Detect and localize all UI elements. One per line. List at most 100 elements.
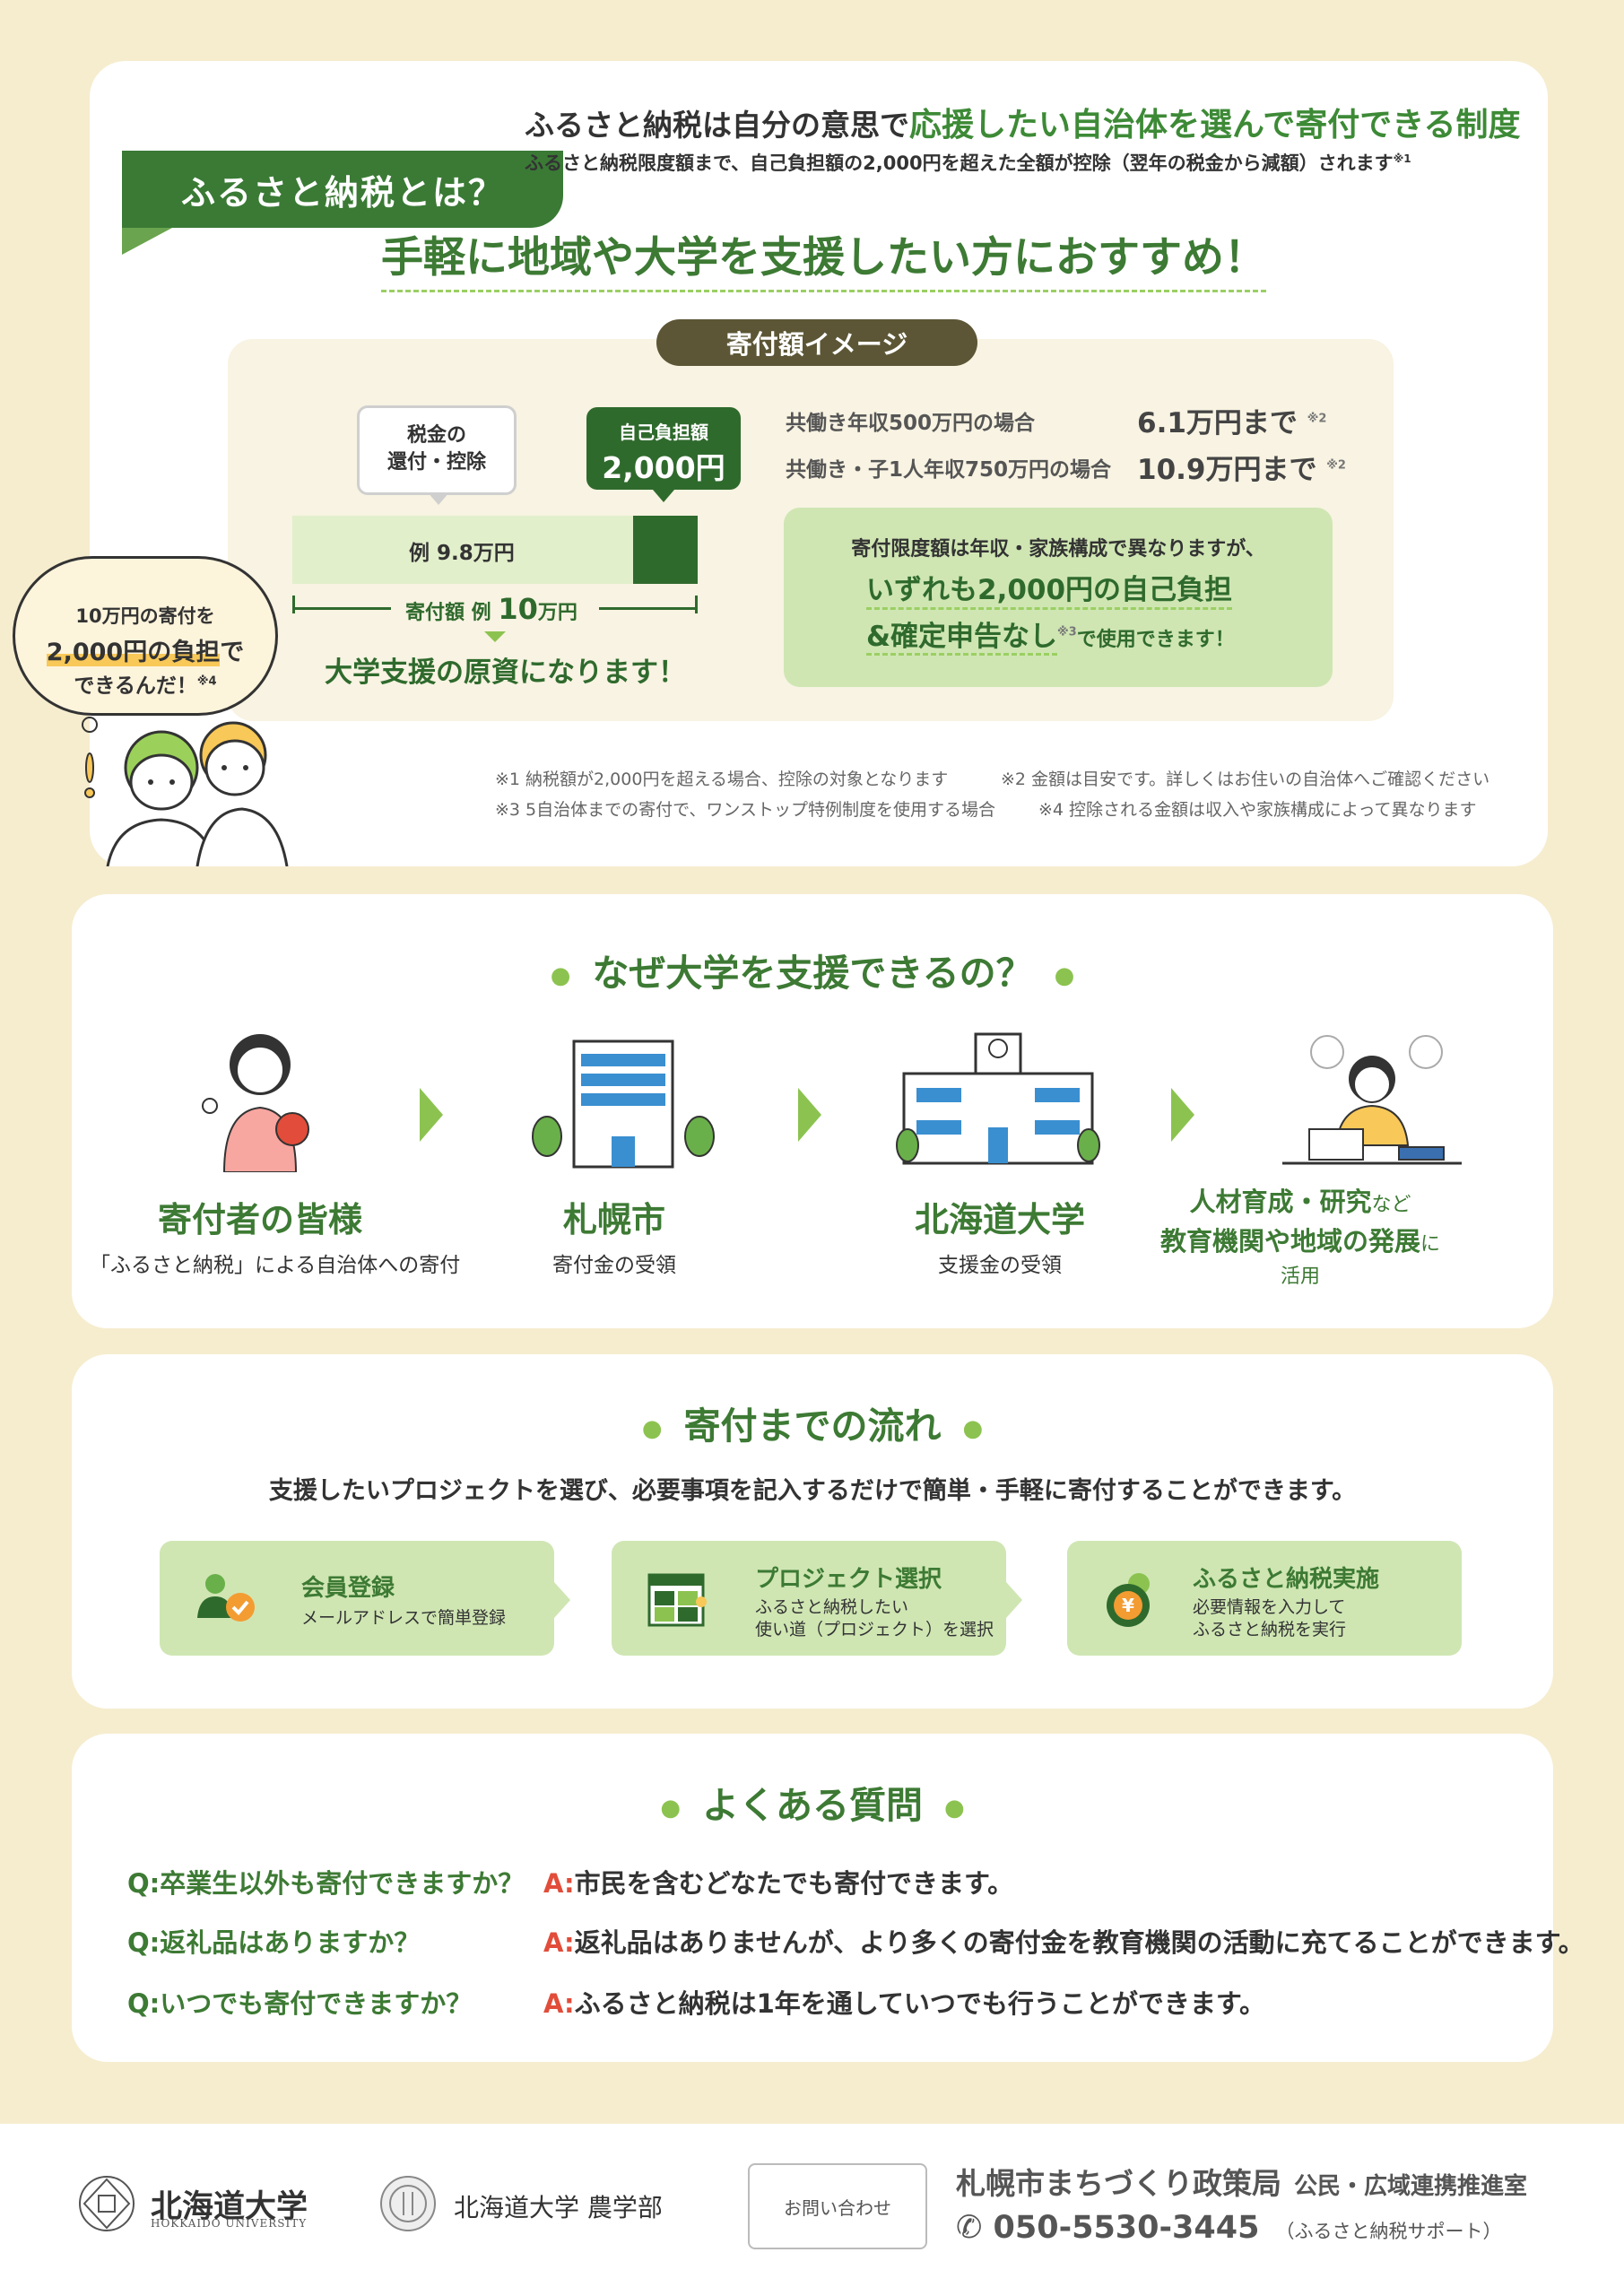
cloud-line-2: 2,000円の負担で [15,632,275,667]
limit-line-3-tail: で使用できます！ [1076,629,1235,651]
answer-mark: A: [543,1868,575,1899]
bracket-line-right [599,607,698,610]
step-2-name: プロジェクト選択 [755,1566,942,1593]
outcome-1a: 人材育成・研究 [1189,1187,1372,1217]
member-check-icon [197,1574,255,1622]
self-burden-bubble: 自己負担額 2,000円 [586,407,741,502]
student-studying-icon [1282,1035,1462,1165]
step-project-selection[interactable]: プロジェクト選択 ふるさと納税したい 使い道（プロジェクト）を選択 [612,1541,1006,1656]
note-mark: ※2 [1307,412,1327,426]
project-grid-icon [647,1573,707,1627]
donation-image-label: 寄付額イメージ [656,319,977,366]
city-building-icon [532,1039,715,1169]
intro-subtext-body: ふるさと納税限度額まで、自己負担額の2,000円を超えた全額が控除（翌年の税金か… [525,152,1394,174]
outcome-2a: 教育機関や地域の発展 [1159,1226,1420,1257]
down-arrow-icon [484,631,506,642]
flow-sapporo-name: 札幌市 [562,1200,665,1239]
contact-phone[interactable]: ✆ 050-5530-3445 （ふるさと納税サポート） [956,2210,1501,2246]
self-bubble-line1: 自己負担額 [619,422,708,443]
thought-cloud: 10万円の寄付を 2,000円の負担で できるんだ！※4 [13,556,278,716]
hokkaido-university-logo-icon [79,2176,135,2231]
faq-answer-2-text: 返礼品はありませんが、より多くの寄付金を教育機関の活動に充てることができます。 [574,1927,1585,1958]
flow-arrow-icon [798,1088,821,1142]
step-furusato-execution[interactable]: ¥ ふるさと納税実施 必要情報を入力して ふるさと納税を実行 [1067,1541,1462,1656]
case-label-2: 共働き・子1人年収750万円の場合 [786,458,1112,482]
hokkaido-university-name: 北海道大学 [151,2188,308,2225]
bullet-dot: ● [962,1415,984,1442]
cloud-highlight: 2,000円の負担 [46,639,221,666]
agriculture-faculty-seal-icon [380,2176,436,2231]
cloud-line-3: できるんだ！※4 [15,668,275,699]
phone-icon: ✆ [956,2210,983,2246]
agriculture-faculty-name: 北海道大学 農学部 [454,2193,663,2222]
faq-question-1: Q:卒業生以外も寄付できますか？ [127,1868,525,1899]
flow-outcome-line2: 教育機関や地域の発展に [1139,1221,1462,1258]
limit-line-3: &確定申告なし※3で使用できます！ [866,613,1235,656]
limit-line-3-main: &確定申告なし [866,621,1058,656]
two-students-illustration [82,717,289,866]
bullet-dot: ● [660,1795,681,1822]
bracket-suffix: 万円 [537,602,578,624]
step-arrow-icon [554,1582,570,1618]
flow-outcome-line1: 人材育成・研究など [1139,1181,1462,1219]
faq-question-3: Q:いつでも寄付できますか？ [127,1988,473,2019]
answer-mark: A: [543,1927,575,1958]
flow-university-name: 北海道大学 [914,1200,1085,1239]
step-member-registration[interactable]: 会員登録 メールアドレスで簡単登録 [160,1541,554,1656]
phone-number: 050-5530-3445 [993,2210,1260,2246]
cloud-line-2-tail: で [220,639,245,666]
case-label-1: 共働き年収500万円の場合 [786,412,1036,435]
flow-sapporo-desc: 寄付金の受領 [552,1254,676,1277]
section-why-support: ● なぜ大学を支援できるの？ ● [72,894,1553,1328]
flow-university-desc: 支援金の受領 [938,1254,1062,1277]
section-faq: ●よくある質問● Q:卒業生以外も寄付できますか？ A:市民を含むどなたでも寄付… [72,1734,1585,2062]
faq-title: ●よくある質問● [72,1775,1553,1829]
faq-answer-1: A:市民を含むどなたでも寄付できます。 [543,1863,1013,1900]
contact-department: 札幌市まちづくり政策局公民・広域連携推進室 [956,2160,1527,2203]
university-building-icon [896,1032,1100,1165]
donor-icon [202,1034,309,1172]
donation-flow-title-text: 寄付までの流れ [683,1405,942,1448]
tab-fold-decoration [122,228,172,255]
answer-mark: A: [543,1988,575,2019]
why-support-title: ● なぜ大学を支援できるの？ ● [72,943,1553,996]
contact-label-box: お問い合わせ [748,2163,927,2249]
bullet-dot: ● [1054,962,1075,989]
step-2-desc-line2: 使い道（プロジェクト）を選択 [755,1620,994,1639]
outcome-1b: など [1371,1194,1411,1216]
intro-subtext: ふるさと納税限度額まで、自己負担額の2,000円を超えた全額が控除（翌年の税金か… [525,149,1411,176]
section-donation-flow: ●寄付までの流れ● 支援したいプロジェクトを選び、必要事項を記入するだけで簡単・… [72,1354,1553,1709]
note-mark: ※4 [196,674,217,689]
phone-note: （ふるさと納税サポート） [1275,2221,1502,2242]
cloud-line-1: 10万円の寄付を [75,605,215,627]
note-mark: ※3 [1057,625,1077,639]
tax-bubble-line2: 還付・控除 [386,451,486,474]
case-value-text: 6.1万円まで [1137,407,1298,439]
flow-arrow-icon [1171,1088,1194,1142]
section-tab-title: ふるさと納税とは？ [122,151,563,228]
department-sub: 公民・広域連携推進室 [1294,2173,1528,2200]
limit-line-2: いずれも2,000円の自己負担 [866,567,1233,610]
donation-breakdown-bar: 例 9.8万円 [292,516,698,584]
step-3-desc: 必要情報を入力して ふるさと納税を実行 [1193,1596,1346,1641]
bullet-dot: ● [550,962,571,989]
step-1-desc: メールアドレスで簡単登録 [301,1608,507,1628]
donation-flow-title: ● 寄付までの流れ ● [72,1396,1553,1449]
bullet-dot: ● [641,1415,663,1442]
tax-bubble-line1: 税金の [406,424,466,447]
faq-answer-3-text: ふるさと納税は1年を通していつでも行うことができます。 [574,1988,1266,2019]
faq-answer-1-text: 市民を含むどなたでも寄付できます。 [574,1868,1014,1899]
footnote-4: ※4 控除される金額は収入や家族構成によって異なります [1038,800,1477,820]
svg-text:¥: ¥ [1122,1595,1134,1616]
step-3-name: ふるさと納税実施 [1193,1566,1380,1593]
donation-amount-label: 寄付額 例 10万円 [405,592,578,626]
intro-headline-highlight: 応援したい自治体を選んで寄付できる制度 [909,107,1521,144]
self-bubble-amount: 2,000円 [602,450,725,485]
step-2-desc: ふるさと納税したい 使い道（プロジェクト）を選択 [755,1596,994,1641]
step-1-name: 会員登録 [301,1575,395,1602]
why-support-title-text: なぜ大学を支援できるの？ [592,952,1033,995]
footnote-3: ※3 5自治体までの寄付で、ワンストップ特例制度を使用する場合 [495,800,995,820]
bracket-line-left [292,607,391,610]
limit-line-1: 寄付限度額は年収・家族構成で異なりますが、 [851,538,1265,561]
flow-outcome-line3: 活用 [1280,1265,1320,1288]
